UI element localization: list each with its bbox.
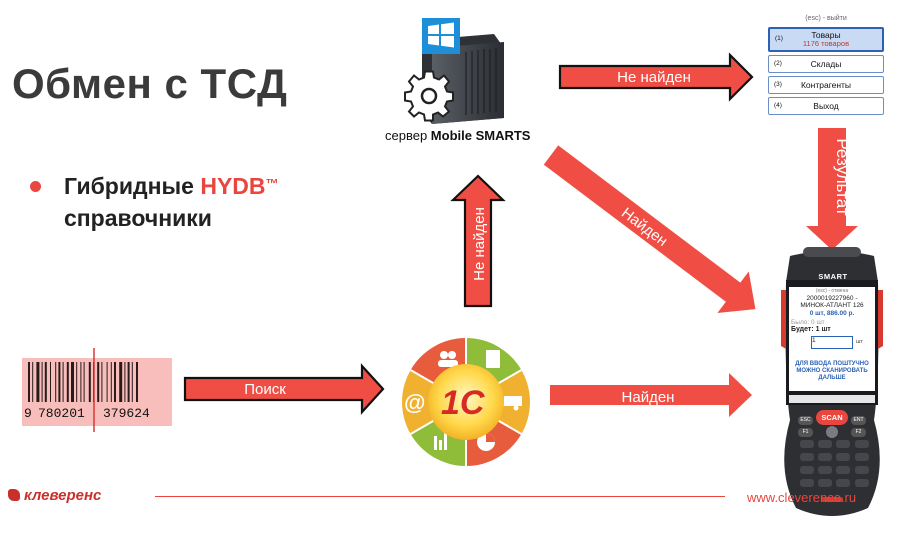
arrow-result-label: Результат <box>833 138 852 216</box>
arrow-search-label: Поиск <box>244 381 286 398</box>
menu-item-label: Выход <box>813 101 839 111</box>
barcode-bar <box>106 362 108 402</box>
device-key-f2[interactable]: F2 <box>851 428 866 437</box>
barcode-bar <box>76 362 78 402</box>
arrow-search: Поиск <box>183 363 385 415</box>
bullet-dot <box>30 181 41 192</box>
barcode-bar <box>28 362 30 402</box>
barcode-bar <box>66 362 69 402</box>
footer-divider <box>155 496 725 497</box>
1c-logo-icon: @ 1C <box>402 338 530 466</box>
device-item-name: МИНОК-АТЛАНТ 126 <box>800 302 864 309</box>
device-scan-button[interactable]: SCAN <box>816 410 848 425</box>
barcode-bar <box>114 362 116 402</box>
menu-item-goods[interactable]: (1) Товары 1176 товаров <box>768 27 884 52</box>
arrow-found-diagonal: Найден <box>543 145 756 313</box>
barcode-bar <box>50 362 51 402</box>
barcode-bar <box>127 362 130 402</box>
menu-item-num: (3) <box>774 81 782 88</box>
menu-item-num: (2) <box>774 60 782 67</box>
barcode-digits-left: 780201 <box>38 406 85 421</box>
menu-item-label: Контрагенты <box>800 80 852 90</box>
device-screen: (esc) - отмена 2000019227960 - МИНОК-АТЛ… <box>789 287 875 391</box>
server-caption-prefix: сервер <box>385 128 431 143</box>
barcode-bar <box>101 362 103 402</box>
menu-item-label: Склады <box>810 59 842 69</box>
footer-url[interactable]: www.cleverence.ru <box>747 490 857 505</box>
device-esc-hint: (esc) - отмена <box>815 288 849 294</box>
barcode-bar <box>55 362 57 402</box>
svg-text:1C: 1C <box>441 384 485 422</box>
device-qty-input[interactable]: 1 шт <box>811 336 863 349</box>
terminal-menu: (esc) - выйти (1) Товары 1176 товаров (2… <box>768 14 884 115</box>
server-caption-brand: Mobile SMARTS <box>430 128 531 143</box>
arrow-result: Результат <box>806 128 858 250</box>
arrow-not-found-top-label: Не найден <box>617 69 691 86</box>
device-qty-unit: шт <box>856 339 863 345</box>
device-will-qty: Будет: 1 шт <box>791 326 831 333</box>
barcode-bar <box>32 362 34 402</box>
bullet-text: Гибридные HYDB™ справочники <box>64 170 279 234</box>
menu-item-contractors[interactable]: (3) Контрагенты <box>768 76 884 94</box>
menu-item-warehouses[interactable]: (2) Склады <box>768 55 884 73</box>
barcode-icon: 9 780201 379624 <box>22 348 172 432</box>
bullet-highlight: HYDB <box>200 173 266 199</box>
bullet-line2: справочники <box>64 205 212 231</box>
barcode-bar <box>110 362 112 402</box>
gear-icon <box>404 70 454 122</box>
device-item-price: 0 шт, 886.00 р. <box>809 310 855 317</box>
barcode-bar <box>124 362 126 402</box>
menu-esc-hint: (esc) - выйти <box>805 15 847 22</box>
logo-text: клеверенс <box>24 487 102 504</box>
barcode-bar <box>97 362 100 402</box>
logo-mark-icon <box>8 489 20 501</box>
arrow-not-found-top: Не найден <box>558 52 754 102</box>
page-title: Обмен с ТСД <box>12 60 288 107</box>
menu-item-sub: 1176 товаров <box>802 39 850 48</box>
svg-text:@: @ <box>404 390 425 415</box>
arrow-not-found-vertical: Не найден <box>450 174 506 308</box>
barcode-bar <box>119 362 123 402</box>
device-hint: ДЛЯ ВВОДА ПОШТУЧНО МОЖНО СКАНИРОВАТЬ ДАЛ… <box>795 361 869 381</box>
menu-item-exit[interactable]: (4) Выход <box>768 97 884 115</box>
device-key-esc[interactable]: ESC <box>798 416 813 425</box>
barcode-bar <box>41 362 43 402</box>
menu-item-label: Товары <box>811 30 841 40</box>
barcode-bar <box>44 362 47 402</box>
barcode-bar <box>136 362 138 402</box>
windows-logo-icon <box>422 18 460 54</box>
bullet-tm: ™ <box>265 176 279 191</box>
company-logo: клеверенс <box>8 487 101 504</box>
barcode-bar <box>88 362 91 402</box>
barcode-bar <box>80 362 82 402</box>
arrow-found-bottom-label: Найден <box>622 389 675 406</box>
menu-item-num: (1) <box>775 35 783 42</box>
server-caption: сервер Mobile SMARTS <box>385 128 530 143</box>
device-item-code: 2000019227960 - <box>806 295 858 302</box>
device-was-qty: Было: 0 шт <box>791 319 825 326</box>
arrow-found-bottom: Найден <box>550 373 752 417</box>
barcode-bar <box>36 362 40 402</box>
barcode-bar <box>58 362 61 402</box>
menu-item-num: (4) <box>774 102 782 109</box>
barcode-digits-right: 379624 <box>103 406 150 421</box>
device-qty-value: 1 <box>812 337 816 344</box>
device-brand: SMART <box>818 272 848 281</box>
device-key-ent[interactable]: ENT <box>851 416 866 425</box>
barcode-bar <box>83 362 85 402</box>
barcode-digit-first: 9 <box>24 406 32 421</box>
barcode-bar <box>62 362 64 402</box>
barcode-bar <box>131 362 133 402</box>
barcode-bar <box>71 362 74 402</box>
arrow-not-found-vertical-label: Не найден <box>471 207 488 281</box>
bullet-prefix: Гибридные <box>64 173 201 199</box>
device-key-f1[interactable]: F1 <box>798 428 813 437</box>
